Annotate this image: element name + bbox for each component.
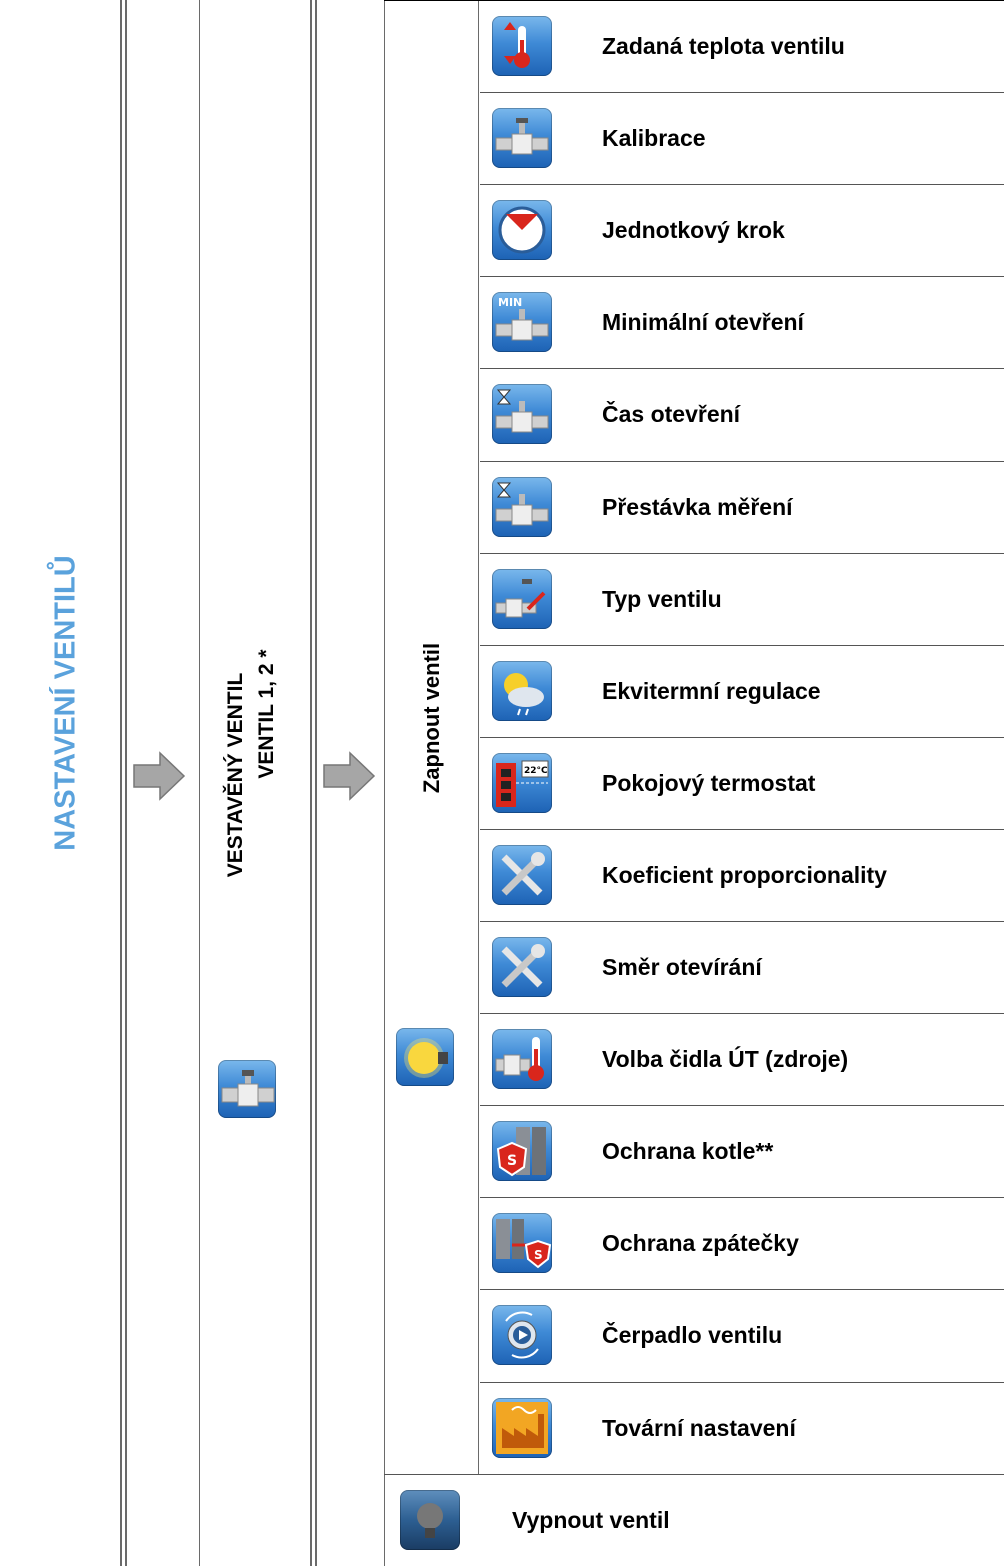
boiler-shield-icon: S bbox=[492, 1121, 552, 1181]
bulb-on-icon[interactable] bbox=[396, 1028, 454, 1086]
valve-thermometer-icon bbox=[492, 1029, 552, 1089]
arrow-right-icon bbox=[323, 751, 376, 801]
menu-row[interactable]: Jednotkový krok bbox=[480, 184, 1004, 276]
row-divider bbox=[480, 92, 1004, 93]
menu-row[interactable]: Přestávka měření bbox=[480, 461, 1004, 553]
row-divider bbox=[480, 1013, 1004, 1014]
menu-row-label: Kalibrace bbox=[602, 125, 706, 151]
menu-row[interactable]: S Ochrana kotle** bbox=[480, 1105, 1004, 1197]
row-divider bbox=[480, 461, 1004, 462]
row-divider bbox=[480, 1382, 1004, 1383]
room-thermostat-icon: 22°C bbox=[492, 753, 552, 813]
valve-icon bbox=[492, 108, 552, 168]
top-line bbox=[384, 0, 1004, 1]
valve-hourglass-icon bbox=[492, 384, 552, 444]
bulb-off-icon[interactable] bbox=[400, 1490, 460, 1550]
menu-row[interactable]: Čas otevření bbox=[480, 368, 1004, 460]
menu-row-label: Minimální otevření bbox=[602, 309, 804, 335]
tools-icon bbox=[492, 845, 552, 905]
valve-hourglass-icon bbox=[492, 477, 552, 537]
menu-row-label: Ochrana zpátečky bbox=[602, 1230, 799, 1256]
svg-text:S: S bbox=[534, 1248, 543, 1262]
row-divider bbox=[480, 368, 1004, 369]
column-divider bbox=[478, 0, 479, 1474]
valve-icon[interactable] bbox=[218, 1060, 276, 1118]
column-divider bbox=[310, 0, 312, 1566]
pump-icon bbox=[492, 1305, 552, 1365]
section-title-line2: VENTIL 1, 2 * bbox=[255, 649, 278, 779]
svg-text:S: S bbox=[507, 1153, 517, 1169]
menu-row[interactable]: Kalibrace bbox=[480, 92, 1004, 184]
arrow-right-icon bbox=[133, 751, 186, 801]
svg-text:22°C: 22°C bbox=[524, 766, 548, 776]
gauge-icon bbox=[492, 200, 552, 260]
return-shield-icon: S bbox=[492, 1213, 552, 1273]
row-divider bbox=[480, 921, 1004, 922]
menu-row-label: Koeficient proporcionality bbox=[602, 862, 887, 888]
menu-row-label: Typ ventilu bbox=[602, 586, 722, 612]
tools-icon bbox=[492, 937, 552, 997]
row-divider bbox=[480, 1197, 1004, 1198]
menu-row-label: Zadaná teplota ventilu bbox=[602, 33, 845, 59]
row-divider bbox=[384, 1474, 1004, 1475]
enable-valve-title: Zapnout ventil bbox=[419, 642, 444, 794]
menu-row-label: Směr otevírání bbox=[602, 954, 762, 980]
svg-text:MIN: MIN bbox=[498, 296, 522, 309]
row-divider bbox=[480, 184, 1004, 185]
menu-row-label: Tovární nastavení bbox=[602, 1415, 796, 1441]
menu-row[interactable]: Typ ventilu bbox=[480, 553, 1004, 645]
page-title: NASTAVENÍ VENTILŮ bbox=[49, 555, 82, 851]
menu-row[interactable]: Volba čidla ÚT (zdroje) bbox=[480, 1013, 1004, 1105]
menu-row-label: Čas otevření bbox=[602, 401, 741, 427]
menu-row[interactable]: Směr otevírání bbox=[480, 921, 1004, 1013]
row-divider bbox=[480, 645, 1004, 646]
column-divider bbox=[199, 0, 200, 1566]
row-divider bbox=[480, 553, 1004, 554]
weather-icon bbox=[492, 661, 552, 721]
menu-row-label: Ochrana kotle** bbox=[602, 1138, 774, 1164]
factory-icon bbox=[492, 1398, 552, 1458]
menu-row[interactable]: MIN Minimální otevření bbox=[480, 276, 1004, 368]
menu-row-label: Pokojový termostat bbox=[602, 770, 816, 796]
row-divider bbox=[480, 1289, 1004, 1290]
row-divider bbox=[480, 276, 1004, 277]
column-divider bbox=[125, 0, 127, 1566]
menu-row-label: Čerpadlo ventilu bbox=[602, 1322, 783, 1348]
menu-row[interactable]: Čerpadlo ventilu bbox=[480, 1289, 1004, 1381]
valve-min-icon: MIN bbox=[492, 292, 552, 352]
menu-row[interactable]: S Ochrana zpátečky bbox=[480, 1197, 1004, 1289]
menu-row-label: Přestávka měření bbox=[602, 494, 793, 520]
row-divider bbox=[480, 829, 1004, 830]
section-title-line1: VESTAVĚNÝ VENTIL bbox=[224, 672, 247, 878]
column-divider bbox=[315, 0, 317, 1566]
thermometer-arrows-icon bbox=[492, 16, 552, 76]
row-divider bbox=[480, 1105, 1004, 1106]
disable-valve-label[interactable]: Vypnout ventil bbox=[512, 1507, 670, 1533]
row-divider bbox=[480, 737, 1004, 738]
menu-row[interactable]: Tovární nastavení bbox=[480, 1382, 1004, 1474]
menu-row[interactable]: 22°C Pokojový termostat bbox=[480, 737, 1004, 829]
menu-row[interactable]: Ekvitermní regulace bbox=[480, 645, 1004, 737]
menu-row[interactable]: Zadaná teplota ventilu bbox=[480, 0, 1004, 92]
menu-row-label: Ekvitermní regulace bbox=[602, 678, 821, 704]
menu-row-label: Jednotkový krok bbox=[602, 217, 785, 243]
menu-row-label: Volba čidla ÚT (zdroje) bbox=[602, 1046, 849, 1072]
column-divider bbox=[384, 0, 385, 1566]
valve-type-icon bbox=[492, 569, 552, 629]
menu-row[interactable]: Koeficient proporcionality bbox=[480, 829, 1004, 921]
column-divider bbox=[120, 0, 122, 1566]
